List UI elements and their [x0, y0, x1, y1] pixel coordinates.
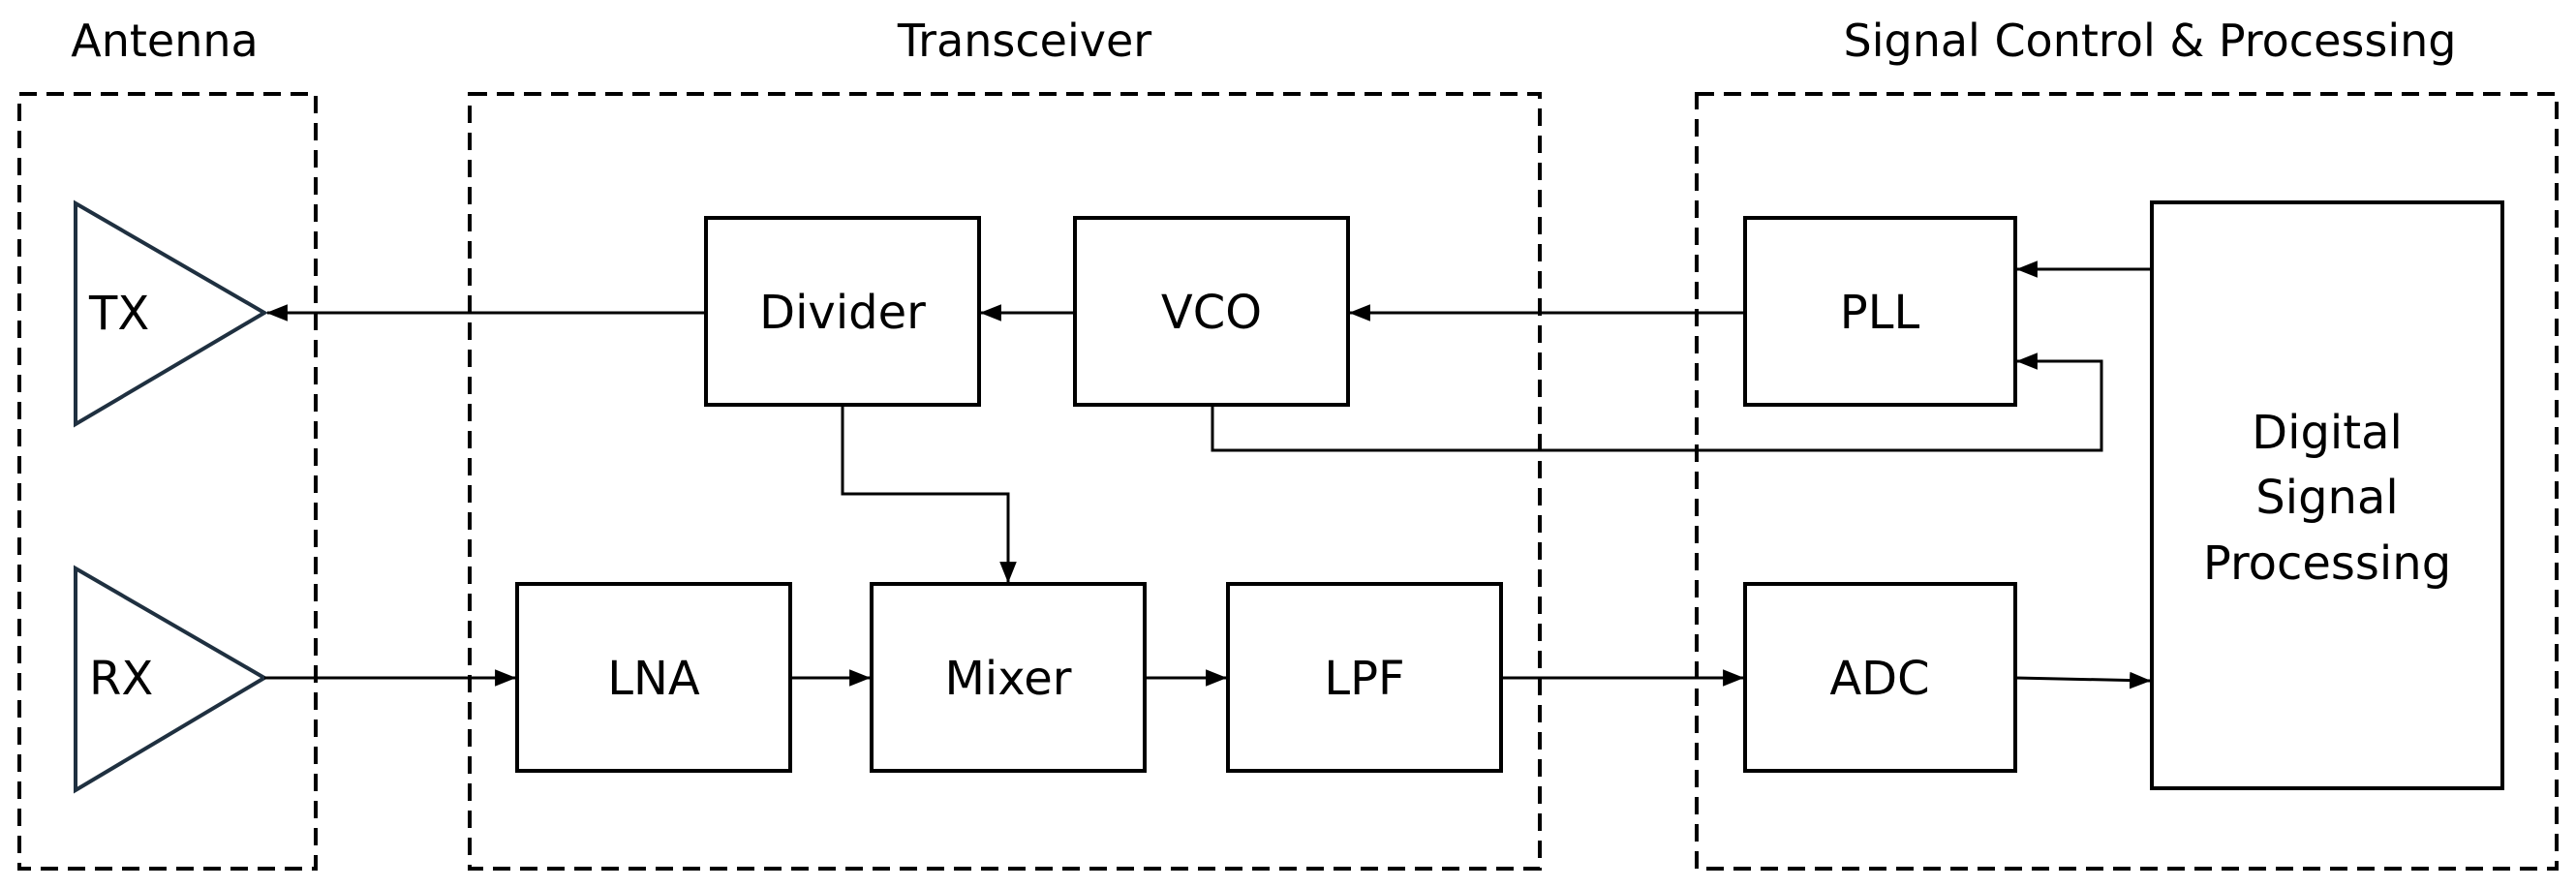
pll-label: PLL [1840, 286, 1920, 340]
adc-label: ADC [1829, 652, 1929, 706]
divider-label: Divider [759, 286, 926, 340]
vco-label: VCO [1161, 286, 1262, 340]
antenna-group-box [17, 92, 318, 871]
lpf-label: LPF [1324, 652, 1404, 706]
divider-to-mixer-arrow [841, 405, 1017, 584]
dsp-block [2150, 200, 2504, 790]
adc-block [1743, 582, 2017, 773]
mixer-label: Mixer [945, 652, 1072, 706]
pll-block [1743, 216, 2017, 407]
dsp-label-line1: Digital [2252, 406, 2403, 460]
rx-label: RX [89, 652, 153, 706]
adc-to-dsp-arrow [2014, 671, 2152, 689]
vco-feedback-to-pll-arrow [1211, 352, 2103, 452]
signal-control-group-title: Signal Control & Processing [1844, 15, 2457, 67]
dsp-label-line3: Processing [2203, 536, 2451, 591]
dsp-label-line2: Signal [2255, 471, 2398, 525]
signal-control-group-box [1695, 92, 2559, 871]
lna-label: LNA [607, 652, 700, 706]
tx-label: TX [88, 287, 149, 341]
antenna-group-title: Antenna [71, 15, 258, 67]
rx-antenna-amplifier [74, 565, 268, 794]
divider-block [704, 216, 981, 407]
tx-antenna-amplifier [74, 199, 268, 428]
transceiver-group-title: Transceiver [897, 15, 1151, 67]
lna-block [515, 582, 792, 773]
lpf-block [1226, 582, 1503, 773]
